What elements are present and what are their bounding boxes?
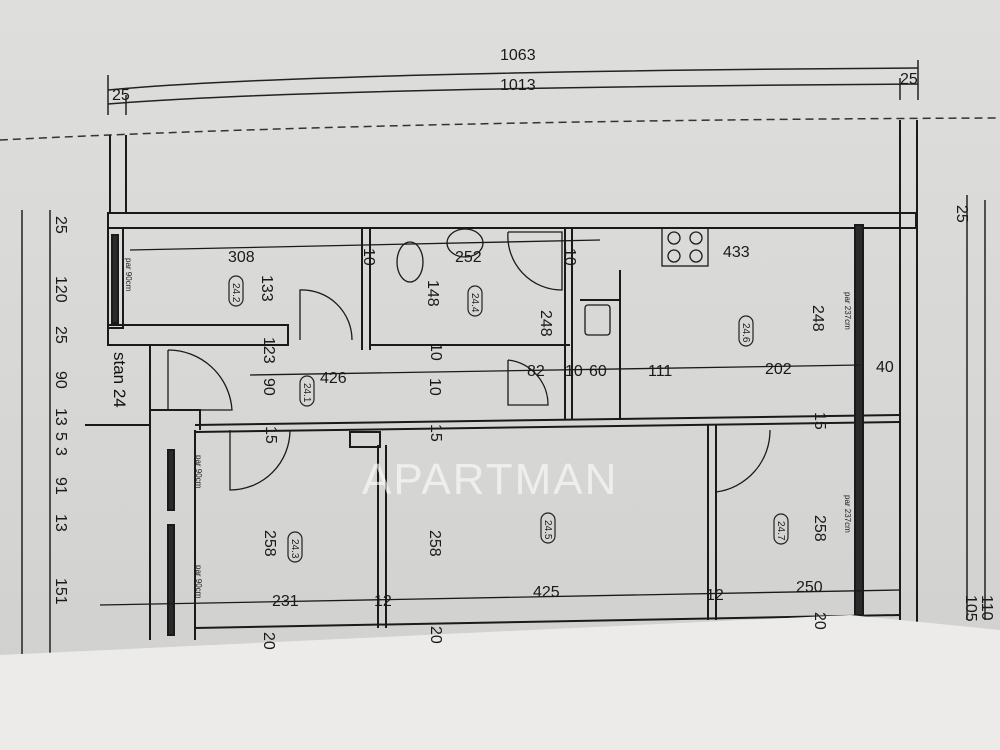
dim: 12 — [374, 593, 392, 610]
dim: 433 — [723, 244, 750, 261]
dim: 258 — [261, 530, 278, 557]
left-dim: 151 — [52, 578, 69, 605]
dim-right-edge-2: 105 — [962, 595, 979, 622]
left-dim: 91 — [52, 477, 69, 495]
window-label: par 90cm — [124, 258, 133, 292]
dim-total-width: 1063 — [500, 47, 536, 64]
dim: 82 — [527, 363, 545, 380]
fixtures — [99, 227, 901, 606]
dim: 15 — [262, 426, 279, 444]
property-line — [0, 117, 1000, 141]
dim: 252 — [455, 249, 482, 266]
door-swing-24-3 — [229, 429, 291, 491]
walls — [85, 120, 918, 640]
dim: 308 — [228, 249, 255, 266]
dim: 123 — [260, 337, 277, 364]
window-label: par 90cm — [194, 455, 203, 489]
dim: 20 — [260, 632, 277, 650]
left-dim: 13 — [52, 408, 69, 426]
dim: 250 — [796, 579, 823, 596]
dim: 20 — [811, 612, 828, 630]
room-tag: 24.2 — [230, 283, 241, 303]
dim: 10 — [565, 363, 583, 380]
room-tag: 24.4 — [469, 293, 480, 313]
dim: 10 — [426, 378, 443, 396]
dim: 40 — [876, 359, 894, 376]
dim: 111 — [648, 363, 672, 380]
shower-icon — [507, 231, 563, 291]
room-tag: 24.7 — [775, 521, 786, 541]
dim: 10 — [427, 343, 444, 361]
room-tag: 24.1 — [301, 383, 312, 403]
dim: 60 — [589, 363, 607, 380]
room-tags — [228, 275, 789, 563]
dim: 248 — [537, 310, 554, 337]
dim: 248 — [809, 305, 826, 332]
dim: 15 — [427, 424, 444, 442]
stove-icon — [661, 227, 709, 267]
door-swing-24-4 — [507, 359, 549, 406]
dimension-lines — [21, 60, 986, 660]
dim: 12 — [706, 587, 724, 604]
dim: 148 — [424, 280, 441, 307]
entrance-door-swing — [167, 349, 233, 411]
paper-fold — [0, 615, 1000, 750]
dim: 231 — [272, 593, 299, 610]
window-label: par 237cm — [843, 495, 852, 533]
kitchen-sink-icon — [584, 304, 611, 336]
dim: 20 — [427, 626, 444, 644]
left-dim: 13 — [52, 514, 69, 532]
left-dim: 5 — [52, 432, 69, 441]
dim: 133 — [258, 275, 275, 302]
room-tag: 24.3 — [289, 539, 300, 559]
left-dim: 25 — [52, 216, 69, 234]
left-dim: 90 — [52, 371, 69, 389]
dim: 425 — [533, 584, 560, 601]
door-swing-24-2 — [299, 289, 353, 341]
window-label: par 90cm — [194, 565, 203, 599]
dim: 258 — [811, 515, 828, 542]
dim: 15 — [811, 412, 828, 430]
dim: 90 — [260, 378, 277, 396]
toilet-icon — [396, 241, 424, 283]
left-dim: 120 — [52, 276, 69, 303]
dim: 10 — [561, 248, 578, 266]
dim-right-edge-1: 110 — [978, 595, 995, 621]
left-dim: 3 — [52, 447, 69, 456]
dim: 202 — [765, 361, 792, 378]
window-label: par 237cm — [843, 292, 852, 330]
room-tag: 24.6 — [740, 323, 751, 343]
stair-label: stan 24 — [110, 352, 129, 408]
room-tag: 24.5 — [542, 520, 553, 540]
dim: 426 — [320, 370, 347, 387]
dim-wall-right: 25 — [900, 71, 918, 88]
watermark: APARTMAN — [362, 455, 618, 504]
dim: 258 — [426, 530, 443, 557]
door-swing-24-7 — [715, 429, 771, 493]
dim-inner-width: 1013 — [500, 77, 536, 94]
left-dim: 25 — [52, 326, 69, 344]
dim: 10 — [360, 248, 377, 266]
dim-wall-left: 25 — [112, 87, 130, 104]
dim-right-top: 25 — [953, 205, 970, 223]
